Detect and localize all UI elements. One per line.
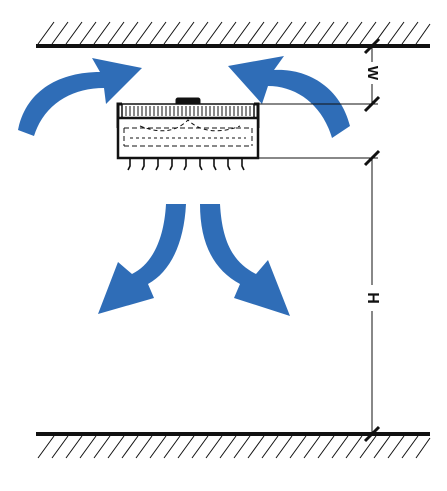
unit-grille-lines <box>125 106 251 116</box>
dimensions <box>258 37 381 443</box>
airflow-arrow-top-right-icon <box>228 56 350 138</box>
airflow-arrow-bottom-left-icon <box>98 204 186 314</box>
h-label-gap <box>364 285 380 311</box>
dimension-label-h: H <box>364 292 381 304</box>
ceiling-hatching <box>37 21 431 45</box>
ceiling-unit <box>116 97 260 171</box>
dimension-ticks <box>363 37 381 443</box>
unit-internal-coil <box>123 127 253 147</box>
airflow-arrows <box>18 56 350 316</box>
airflow-arrow-top-left-icon <box>18 58 142 136</box>
dimension-label-w: W <box>364 66 381 81</box>
airflow-arrow-bottom-right-icon <box>200 204 290 316</box>
floor-hatching <box>37 435 431 459</box>
unit-internal-fan-profile <box>139 119 241 132</box>
floor <box>36 432 431 459</box>
unit-louvres <box>127 158 245 171</box>
ceiling <box>36 21 431 48</box>
w-label-gap <box>364 62 380 84</box>
